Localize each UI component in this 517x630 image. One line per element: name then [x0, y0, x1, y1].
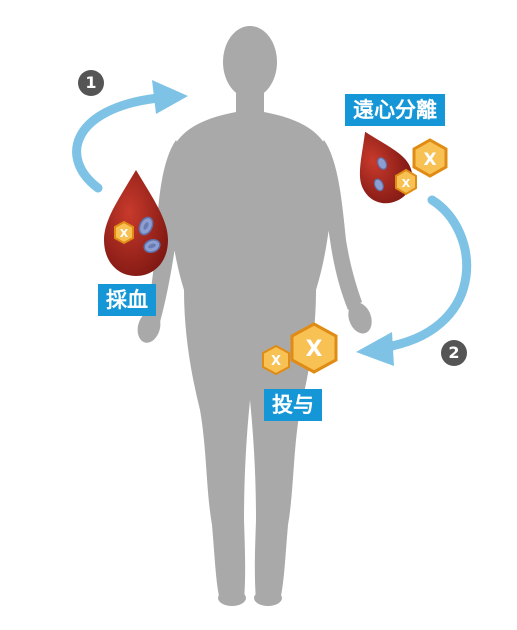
label-centrifugation: 遠心分離 [345, 94, 445, 126]
blood-cell-icon [143, 238, 161, 254]
label-blood-collection: 採血 [98, 284, 156, 316]
hexagon-x-icon: X [290, 322, 338, 374]
label-administration: 投与 [264, 389, 322, 421]
curved-arrow-icon [356, 195, 472, 366]
blood-cell-icon [138, 216, 154, 236]
hexagon-x-icon: X [262, 344, 290, 376]
hexagon-x-letter: X [306, 337, 323, 362]
hexagon-x-letter: X [271, 354, 281, 369]
hexagon-x-icon: X [114, 220, 134, 245]
hexagon-x-icon: X [412, 138, 448, 178]
hexagon-x-letter: X [423, 150, 436, 170]
step-badge-1: 1 [78, 70, 104, 96]
hexagon-x-letter: X [120, 227, 129, 240]
hexagon-x-icon: X [395, 168, 417, 196]
curved-arrow-icon [72, 80, 188, 193]
blood-cell-icon [377, 157, 388, 170]
hexagon-x-letter: X [402, 177, 411, 190]
human-body-silhouette [137, 26, 372, 606]
blood-drop-icon: X [104, 170, 168, 276]
blood-cell-icon [373, 178, 384, 192]
step-badge-2: 2 [441, 340, 467, 366]
blood-drop-icon [359, 131, 413, 204]
